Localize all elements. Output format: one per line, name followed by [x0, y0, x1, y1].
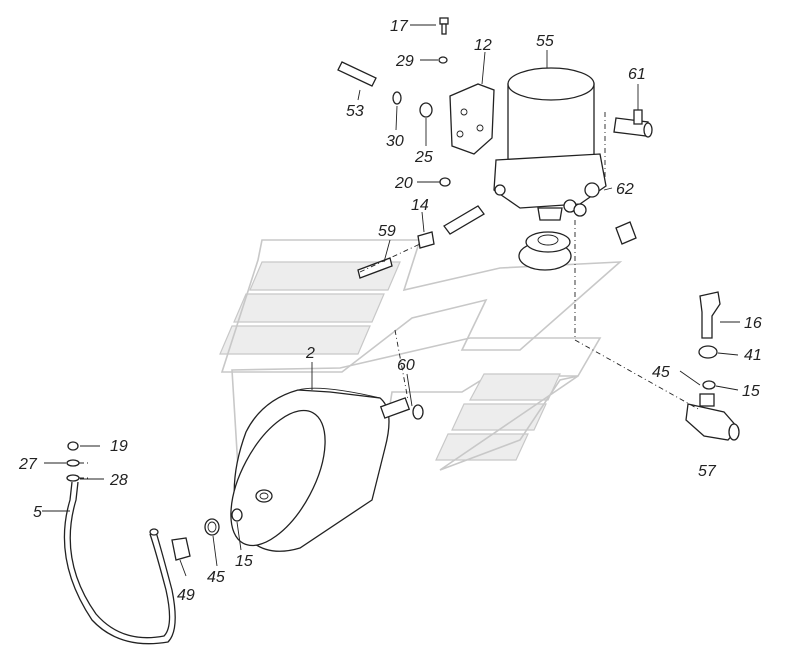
tank-fitting — [379, 397, 424, 420]
valve-57 — [685, 393, 740, 441]
connection-lines — [79, 112, 701, 479]
part-labels: 2 5 12 14 15 15 16 17 19 20 25 27 28 29 … — [18, 18, 762, 604]
air-dryer — [493, 67, 607, 221]
nut-20 — [439, 177, 451, 187]
hose-14 — [443, 205, 485, 235]
nut-25 — [419, 102, 433, 118]
label-45-bottom: 45 — [207, 569, 225, 586]
label-19: 19 — [110, 438, 128, 455]
label-15-right: 15 — [742, 383, 760, 400]
label-5: 5 — [33, 504, 42, 521]
ring-15-right — [702, 380, 716, 390]
label-53: 53 — [346, 103, 364, 120]
label-49: 49 — [177, 587, 195, 604]
tee-fitting-61 — [613, 109, 653, 138]
label-16: 16 — [744, 315, 762, 332]
nut-41 — [698, 345, 718, 359]
mounting-bracket — [449, 83, 495, 155]
receiver-tank — [230, 387, 390, 552]
bolt-17 — [439, 17, 449, 35]
label-20: 20 — [394, 175, 413, 192]
label-59: 59 — [378, 223, 396, 240]
label-62: 62 — [616, 181, 634, 198]
label-17: 17 — [390, 18, 409, 35]
ring-45 — [204, 518, 220, 536]
label-27: 27 — [18, 456, 38, 473]
label-45-right: 45 — [652, 364, 670, 381]
label-61: 61 — [628, 66, 646, 83]
dryer-base — [518, 231, 572, 271]
washer-27 — [66, 459, 80, 467]
label-41: 41 — [744, 347, 762, 364]
label-55: 55 — [536, 33, 554, 50]
label-15-bottom: 15 — [235, 553, 253, 570]
plug-49 — [171, 537, 191, 561]
label-28: 28 — [109, 472, 128, 489]
watermark-logo — [219, 239, 623, 471]
label-14: 14 — [411, 197, 429, 214]
nut-29 — [438, 56, 448, 64]
label-60: 60 — [397, 357, 415, 374]
pipe-53 — [337, 61, 377, 87]
washer-30 — [392, 91, 402, 105]
plug-15 — [231, 508, 243, 522]
label-12: 12 — [474, 37, 492, 54]
label-25: 25 — [414, 149, 433, 166]
leader-lines — [42, 24, 740, 577]
air-tube — [63, 481, 176, 645]
elbow-16 — [699, 291, 721, 339]
nut-19 — [67, 441, 79, 451]
label-2: 2 — [305, 345, 315, 362]
washer-28 — [66, 474, 80, 482]
elbow-62 — [615, 221, 637, 245]
label-30: 30 — [386, 133, 404, 150]
fitting-59 — [357, 257, 393, 279]
label-29: 29 — [395, 53, 414, 70]
label-57: 57 — [698, 463, 717, 480]
